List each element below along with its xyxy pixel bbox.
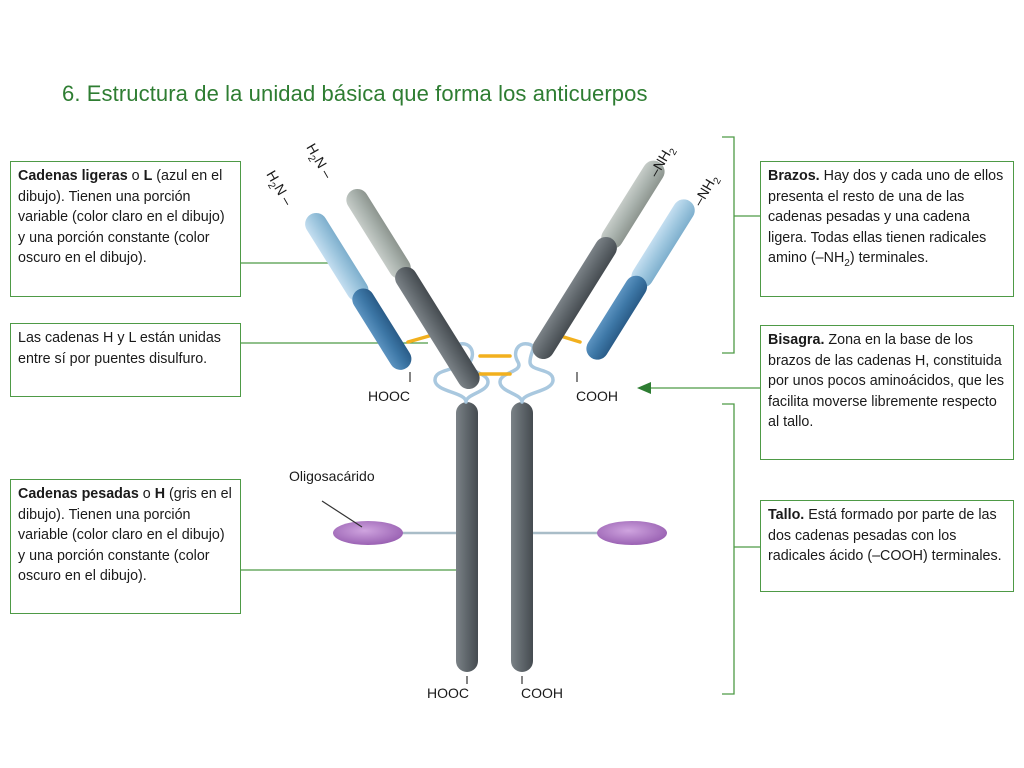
left-arm-light-chain bbox=[305, 213, 412, 370]
oligosaccharide-right bbox=[597, 521, 667, 545]
hinge-term: Bisagra. bbox=[768, 332, 825, 348]
label-h2n-heavy: H2N – bbox=[300, 141, 336, 184]
slide-title: 6. Estructura de la unidad básica que fo… bbox=[62, 81, 648, 106]
light-chains-conj: o bbox=[127, 168, 144, 184]
arms-text: Hay dos y cada uno de ellos presenta el … bbox=[768, 168, 1004, 267]
light-chains-term: Cadenas ligeras bbox=[18, 168, 128, 184]
label-cooh-stem: COOH bbox=[521, 685, 563, 701]
arms-box: Brazos. Hay dos y cada uno de ellos pres… bbox=[760, 161, 1014, 297]
arms-text-end: ) terminales. bbox=[849, 250, 929, 267]
light-chains-box: Cadenas ligeras o L (azul en el dibujo).… bbox=[10, 161, 241, 297]
label-cooh-arm: COOH bbox=[576, 388, 618, 404]
heavy-chains-conj: o bbox=[138, 486, 155, 502]
terminal-ticks bbox=[409, 372, 578, 684]
hinge-arrowhead bbox=[637, 382, 651, 394]
heavy-chains-box: Cadenas pesadas o H (gris en el dibujo).… bbox=[10, 479, 241, 614]
right-arm-heavy-chain bbox=[532, 160, 665, 360]
label-hooc-arm: HOOC bbox=[368, 388, 410, 404]
arms-sub: 2 bbox=[844, 258, 850, 270]
heavy-chains-text: (gris en el dibujo). Tienen una porción … bbox=[18, 486, 232, 585]
oligo-pointer bbox=[321, 500, 363, 528]
left-arm-heavy-chain bbox=[346, 188, 480, 390]
stem-box: Tallo. Está formado por parte de las dos… bbox=[760, 500, 1014, 592]
arms-bracket bbox=[722, 136, 735, 354]
hinge-text: Zona en la base de los brazos de las cad… bbox=[768, 332, 1005, 431]
right-arm-light-chain bbox=[586, 199, 695, 360]
label-hooc-stem: HOOC bbox=[427, 685, 469, 701]
light-chains-text: (azul en el dibujo). Tienen una porción … bbox=[18, 168, 225, 267]
heavy-chains-term: Cadenas pesadas bbox=[18, 486, 139, 502]
disulfide-text: Las cadenas H y L están unidas entre sí … bbox=[18, 330, 221, 367]
stem-heavy-chain-left bbox=[456, 402, 478, 672]
arms-term: Brazos. bbox=[768, 168, 820, 184]
heavy-chains-abbr: H bbox=[154, 486, 166, 502]
label-oligosaccharide: Oligosacárido bbox=[289, 468, 375, 484]
light-chains-abbr: L bbox=[143, 168, 153, 184]
stem-bracket bbox=[722, 403, 735, 695]
stem-term: Tallo. bbox=[768, 507, 805, 523]
disulfide-box: Las cadenas H y L están unidas entre sí … bbox=[10, 323, 241, 397]
stem-heavy-chain-right bbox=[511, 402, 533, 672]
oligosaccharide-left bbox=[333, 521, 403, 545]
label-nh2-light: –NH2 bbox=[690, 171, 724, 210]
stem-text: Está formado por parte de las dos cadena… bbox=[768, 507, 1002, 565]
hinge-box: Bisagra. Zona en la base de los brazos d… bbox=[760, 325, 1014, 460]
label-h2n-light: H2N – bbox=[260, 168, 296, 211]
